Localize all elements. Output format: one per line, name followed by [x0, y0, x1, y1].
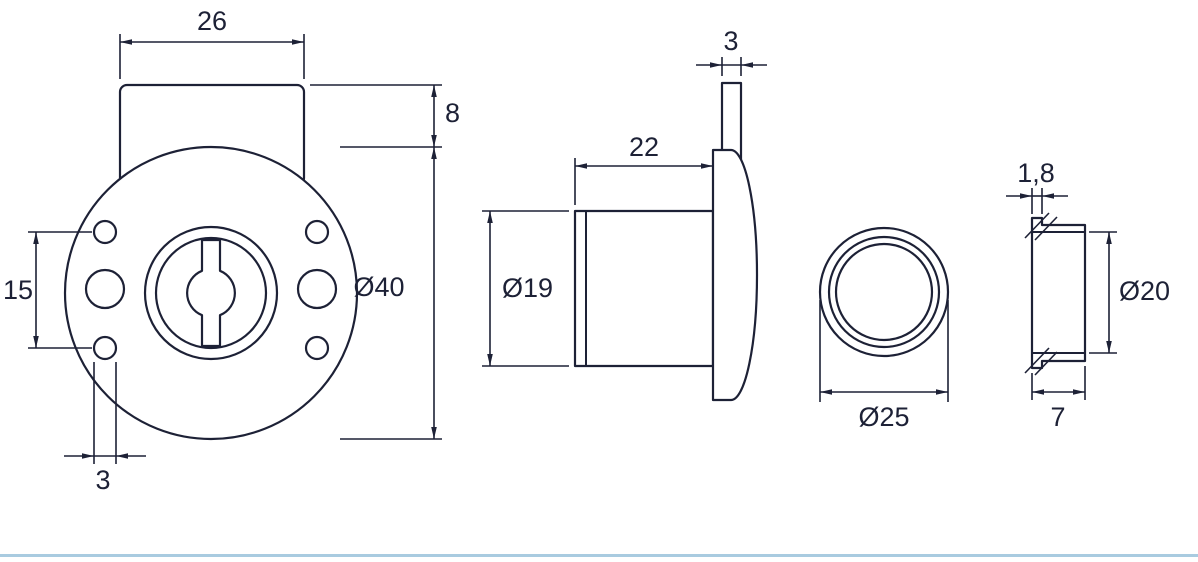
dim-label-ring-depth: 7 [1050, 402, 1065, 432]
hatch-line [1024, 347, 1050, 374]
cylinder-body [573, 209, 715, 368]
screw-hole-top-right [304, 219, 330, 245]
dim-cam-thickness: 3 [696, 26, 767, 76]
dim-label-tab-width: 26 [197, 6, 227, 36]
dim-body-length: 22 [574, 132, 713, 205]
dim-hole-spacing: 15 [3, 231, 92, 349]
bottom-divider [0, 554, 1198, 557]
screw-hole-bottom-left [92, 335, 118, 361]
dim-screw-hole-diameter: 3 [64, 362, 146, 495]
dim-label-ring-inner-diameter: Ø20 [1119, 276, 1170, 306]
front-view: 26 8 Ø40 15 3 [3, 6, 460, 495]
dim-cylinder-diameter: Ø19 [482, 210, 569, 367]
dim-ring-outer-diameter: Ø25 [819, 300, 949, 432]
dim-tab-width: 26 [119, 6, 305, 79]
hatch-line [1034, 351, 1058, 376]
ring-section-outline [1030, 216, 1087, 370]
dim-label-lip-thickness: 1,8 [1017, 158, 1055, 188]
dim-label-body-diameter: Ø40 [353, 272, 404, 302]
dim-label-body-length: 22 [629, 132, 659, 162]
left-bolt-hole [84, 268, 126, 310]
dim-label-tab-height: 8 [445, 98, 460, 128]
dim-lip-thickness: 1,8 [1006, 158, 1068, 214]
dim-label-hole-spacing: 15 [3, 275, 33, 305]
keyhole [186, 238, 236, 348]
dim-label-ring-outer-diameter: Ø25 [858, 402, 909, 432]
dim-ring-depth: 7 [1031, 366, 1086, 432]
ring-front-view: Ø25 [818, 226, 950, 432]
dim-ring-inner-diameter: Ø20 [1089, 231, 1170, 354]
hatch-line [1034, 216, 1058, 241]
ring-outer-circle [818, 226, 950, 358]
right-bolt-hole [296, 268, 338, 310]
ring-inner-circle [834, 242, 934, 342]
side-view: 3 22 Ø19 [482, 26, 767, 402]
face-flange [711, 148, 759, 402]
dim-tab-height-and-body-diameter: 8 Ø40 [310, 84, 460, 440]
screw-hole-bottom-right [304, 335, 330, 361]
dim-label-cam-thickness: 3 [723, 26, 738, 56]
hatch-line [1024, 212, 1050, 239]
ring-middle-circle [827, 235, 941, 349]
screw-hole-top-left [92, 219, 118, 245]
ring-section-view: 1,8 Ø20 7 [1006, 158, 1170, 432]
dim-label-cylinder-diameter: Ø19 [502, 273, 553, 303]
section-hatching [1024, 212, 1058, 376]
dim-label-screw-hole-diameter: 3 [95, 465, 110, 495]
